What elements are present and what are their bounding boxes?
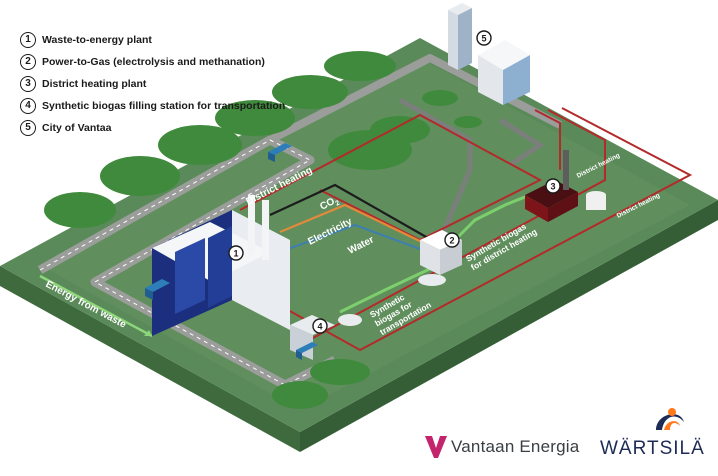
legend-number: 5 bbox=[20, 120, 36, 136]
power-to-gas-unit bbox=[418, 230, 462, 286]
legend-number: 4 bbox=[20, 98, 36, 114]
wartsila-name: WÄRTSILÄ bbox=[600, 438, 705, 459]
vantaan-energia-name: Vantaan Energia bbox=[451, 437, 580, 456]
legend-item: 1 Waste-to-energy plant bbox=[20, 30, 285, 50]
biogas-lines bbox=[339, 193, 531, 314]
legend-label: Waste-to-energy plant bbox=[42, 34, 152, 46]
legend-item: 5 City of Vantaa bbox=[20, 118, 285, 138]
svg-text:2: 2 bbox=[449, 236, 454, 246]
forest-center bbox=[328, 116, 430, 170]
svg-text:4: 4 bbox=[317, 322, 322, 332]
forest-bottom bbox=[272, 359, 370, 409]
legend-label: Synthetic biogas filling station for tra… bbox=[42, 100, 286, 112]
flow-lines bbox=[269, 183, 429, 254]
waste-to-energy-plant bbox=[152, 195, 290, 336]
legend-number: 3 bbox=[20, 76, 36, 92]
ground-highlight bbox=[40, 58, 690, 410]
svg-text:1: 1 bbox=[233, 249, 238, 259]
wartsila-wave-icon bbox=[656, 408, 684, 430]
wartsila-logo: WÄRTSILÄ bbox=[600, 400, 710, 466]
district-heating-plant bbox=[525, 150, 606, 222]
legend-label: Power-to-Gas (electrolysis and methanati… bbox=[42, 56, 265, 68]
legend-number: 2 bbox=[20, 54, 36, 70]
marker-5: 5 bbox=[476, 30, 492, 46]
truck-station bbox=[296, 342, 318, 360]
city-of-vantaa-buildings bbox=[448, 3, 530, 105]
road-city bbox=[268, 54, 562, 144]
gas-pipe bbox=[398, 97, 473, 241]
legend: 1 Waste-to-energy plant 2 Power-to-Gas (… bbox=[20, 30, 285, 140]
legend-item: 4 Synthetic biogas filling station for t… bbox=[20, 96, 285, 116]
gas-pipe-2 bbox=[498, 117, 545, 168]
marker-2: 2 bbox=[444, 232, 460, 248]
legend-number: 1 bbox=[20, 32, 36, 48]
truck-left bbox=[145, 279, 170, 300]
legend-item: 3 District heating plant bbox=[20, 74, 285, 94]
trees-city bbox=[422, 90, 482, 128]
marker-4: 4 bbox=[312, 318, 328, 334]
svg-text:5: 5 bbox=[481, 34, 486, 44]
legend-label: City of Vantaa bbox=[42, 122, 112, 134]
energy-from-waste-arrow bbox=[39, 274, 153, 338]
truck-top bbox=[268, 143, 292, 162]
vantaan-energia-logo: Vantaan Energia bbox=[425, 434, 579, 460]
marker-3: 3 bbox=[545, 178, 561, 194]
energy-arrow-head bbox=[144, 330, 152, 336]
ground-side-left bbox=[0, 266, 300, 452]
legend-item: 2 Power-to-Gas (electrolysis and methana… bbox=[20, 52, 285, 72]
svg-text:3: 3 bbox=[550, 182, 555, 192]
road-lane bbox=[39, 139, 336, 386]
marker-1: 1 bbox=[228, 245, 244, 261]
ground-side-right bbox=[300, 200, 718, 452]
legend-label: District heating plant bbox=[42, 78, 147, 90]
vantaan-energia-mark-icon bbox=[425, 436, 447, 458]
forest-left bbox=[44, 51, 396, 228]
